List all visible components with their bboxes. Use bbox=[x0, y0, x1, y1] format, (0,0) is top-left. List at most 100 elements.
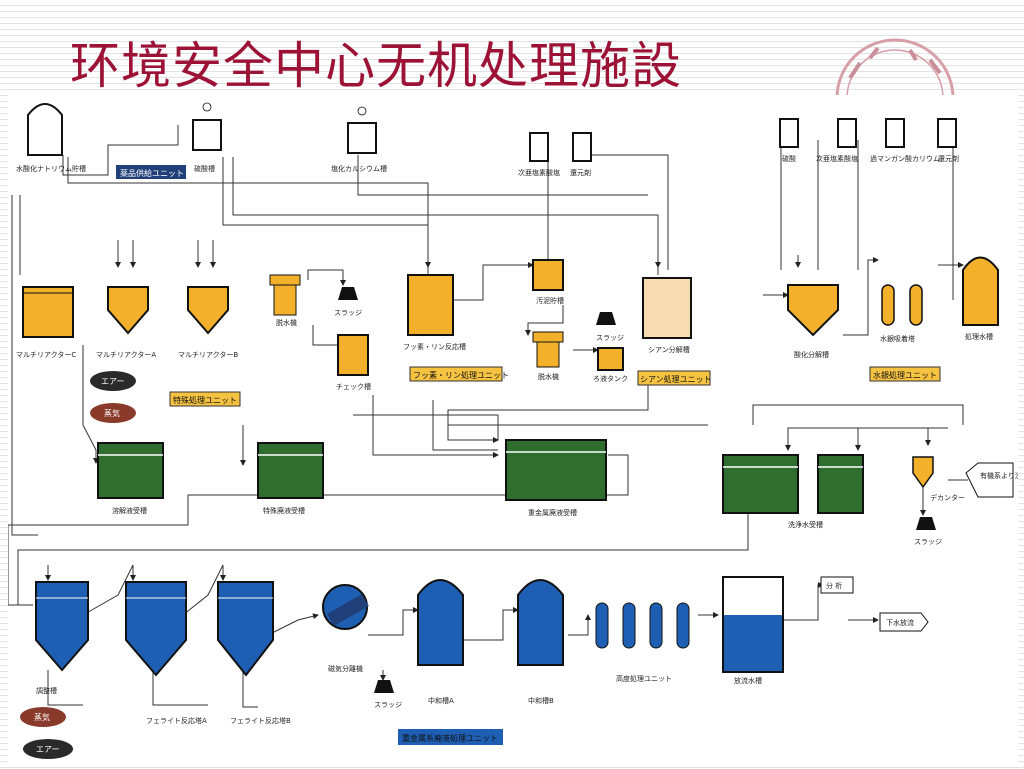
steam-badge-top: 蒸気 bbox=[90, 403, 136, 423]
air-badge-top: エアー bbox=[90, 371, 136, 391]
reactor-a: マルチリアクターA bbox=[96, 286, 156, 359]
wash-water-label: 洗浄水受槽 bbox=[788, 520, 823, 529]
fluorine-unit-tag: フッ素・リン処理ユニット bbox=[409, 366, 509, 382]
treated-water-label: 処理水槽 bbox=[965, 332, 993, 341]
filtrate-tank-label: ろ液タンク bbox=[593, 374, 628, 383]
cyan-unit-label: シアン処理ユニット bbox=[640, 374, 712, 384]
ferrite-reactor-a: フェライト反応塔A bbox=[125, 581, 207, 725]
fluorine-reactor-label: フッ素・リン反応槽 bbox=[403, 342, 466, 351]
neutral-tank-a: 中和槽A bbox=[417, 579, 464, 705]
fluorine-reactor: フッ素・リン反応槽 bbox=[403, 274, 466, 351]
sulfuric-tank-label: 硫酸槽 bbox=[194, 164, 215, 173]
reducer-2-label: 還元剤 bbox=[938, 154, 959, 163]
cacl-tank: 塩化カルシウム槽 bbox=[331, 106, 387, 173]
mercury-decomp-label: 酸化分解槽 bbox=[794, 350, 829, 359]
decanter-label: デカンター bbox=[930, 493, 965, 502]
heavy-metal-unit-tag: 重金属系廃液処理ユニット bbox=[398, 729, 503, 745]
mercury-adsorb-label: 水銀吸着塔 bbox=[880, 334, 915, 343]
naoh-tank: 水酸化ナトリウム貯槽 bbox=[16, 103, 86, 173]
dehydrator-1-label: 脱水機 bbox=[276, 318, 297, 327]
sludge-2-label: スラッジ bbox=[596, 334, 624, 342]
organic-wash-input: 有機系より洗浄排水 bbox=[965, 462, 1024, 498]
dissolved-liquid-tank: 溶解液受槽 bbox=[97, 442, 164, 515]
decanter: デカンター bbox=[912, 456, 965, 502]
mercury-unit-label: 水銀処理ユニット bbox=[873, 370, 937, 380]
mercury-adsorb-towers: 水銀吸着塔 bbox=[880, 284, 923, 343]
process-diagram-panel: 水酸化ナトリウム貯槽 硫酸槽 塩化カルシウム槽 次亜塩素酸塩 還元剤 硫酸 次亜… bbox=[7, 95, 1024, 765]
reactor-c: マルチリアクターC bbox=[16, 286, 76, 359]
sewer-discharge: 下水放流 bbox=[879, 612, 929, 632]
sludge-4-label: スラッジ bbox=[374, 701, 402, 709]
neutral-a-label: 中和槽A bbox=[428, 696, 454, 705]
cacl-tank-label: 塩化カルシウム槽 bbox=[331, 164, 387, 173]
cyan-unit-tag: シアン処理ユニット bbox=[637, 370, 712, 386]
slide-title: 环境安全中心无机处理施設 bbox=[70, 37, 682, 95]
mercury-unit-tag: 水銀処理ユニット bbox=[869, 366, 941, 382]
reactor-b-label: マルチリアクターB bbox=[178, 350, 238, 359]
advanced-treatment-columns: 高度処理ユニット bbox=[595, 602, 690, 683]
hypochlorite-2-label: 次亜塩素酸塩 bbox=[816, 154, 858, 163]
adjust-tank-label: 調整槽 bbox=[36, 686, 57, 695]
hypochlorite-tank-1: 次亜塩素酸塩 bbox=[518, 132, 560, 177]
permanganate-tank: 過マンガン酸カリウム bbox=[870, 118, 940, 163]
reactor-c-label: マルチリアクターC bbox=[16, 350, 76, 359]
cyan-tank-label: シアン分解槽 bbox=[648, 345, 690, 354]
naoh-tank-label: 水酸化ナトリウム貯槽 bbox=[16, 164, 86, 173]
heavy-metal-tank-label: 重金属廃液受槽 bbox=[528, 508, 577, 517]
dehydrator-2-label: 脱水機 bbox=[538, 372, 559, 381]
special-unit-label: 特殊処理ユニット bbox=[173, 395, 237, 405]
sludge-1-label: スラッジ bbox=[334, 309, 362, 317]
dehydrator-1: 脱水機 bbox=[269, 274, 301, 327]
neutral-tank-b: 中和槽B bbox=[517, 579, 564, 705]
sludge-storage-tank: 汚泥貯槽 bbox=[532, 259, 564, 305]
adjust-tank: 調整槽 bbox=[35, 581, 89, 695]
fluorine-unit-label: フッ素・リン処理ユニット bbox=[413, 370, 509, 380]
dissolved-tank-label: 溶解液受槽 bbox=[112, 506, 147, 515]
analysis-label: 分 析 bbox=[826, 581, 842, 590]
air-label-bottom: エアー bbox=[36, 745, 60, 754]
special-waste-label: 特殊廃液受槽 bbox=[263, 506, 305, 515]
magnetic-sep-label: 磁気分離機 bbox=[328, 664, 363, 673]
supply-unit-tag: 薬品供給ユニット bbox=[116, 165, 186, 179]
advanced-unit-label: 高度処理ユニット bbox=[616, 674, 672, 683]
magnetic-separator: 磁気分離機 bbox=[322, 584, 369, 673]
sludge-1: スラッジ bbox=[334, 287, 362, 317]
steam-label-bottom: 蒸気 bbox=[34, 712, 50, 722]
reducer-tank-2: 還元剤 bbox=[937, 118, 959, 163]
air-label-top: エアー bbox=[101, 377, 125, 386]
organic-wash-label: 有機系より洗浄排水 bbox=[980, 471, 1018, 480]
filtrate-tank: ろ液タンク bbox=[593, 347, 628, 383]
chemical-tanks-row: 水酸化ナトリウム貯槽 硫酸槽 塩化カルシウム槽 次亜塩素酸塩 還元剤 硫酸 次亜… bbox=[16, 102, 959, 177]
heavy-metal-unit-label: 重金属系廃液処理ユニット bbox=[402, 733, 498, 743]
steam-badge-bottom: 蒸気 bbox=[20, 707, 66, 727]
reducer-1-label: 還元剤 bbox=[570, 168, 591, 177]
ferrite-reactor-b: フェライト反応塔B bbox=[217, 581, 291, 725]
permanganate-label: 過マンガン酸カリウム bbox=[870, 154, 940, 163]
ferrite-b-label: フェライト反応塔B bbox=[230, 716, 291, 725]
sludge-3: スラッジ bbox=[914, 517, 942, 546]
ferrite-a-label: フェライト反応塔A bbox=[146, 716, 207, 725]
sludge-3-label: スラッジ bbox=[914, 538, 942, 546]
hypochlorite-tank-2: 次亜塩素酸塩 bbox=[816, 118, 858, 163]
process-flow-diagram: 水酸化ナトリウム貯槽 硫酸槽 塩化カルシウム槽 次亜塩素酸塩 還元剤 硫酸 次亜… bbox=[7, 102, 1024, 759]
mercury-decomp-tank: 酸化分解槽 bbox=[787, 284, 839, 359]
wash-water-tanks: 洗浄水受槽 bbox=[722, 454, 864, 529]
dehydrator-2: 脱水機 bbox=[532, 331, 564, 381]
air-badge-bottom: エアー bbox=[23, 739, 73, 759]
special-waste-tank: 特殊廃液受槽 bbox=[257, 442, 324, 515]
reactor-a-label: マルチリアクターA bbox=[96, 350, 156, 359]
check-tank: チェック槽 bbox=[336, 334, 371, 391]
sulfuric-tank: 硫酸槽 bbox=[192, 102, 222, 173]
neutral-b-label: 中和槽B bbox=[528, 696, 554, 705]
treated-water-tank: 処理水槽 bbox=[962, 256, 999, 341]
reducer-tank-1: 還元剤 bbox=[570, 132, 592, 177]
discharge-tank-label: 放流水槽 bbox=[734, 676, 762, 685]
sulfuric-2-label: 硫酸 bbox=[782, 154, 796, 163]
sludge-tank-label: 汚泥貯槽 bbox=[536, 296, 564, 305]
sewer-label: 下水放流 bbox=[886, 618, 914, 627]
heavy-metal-waste-tank: 重金属廃液受槽 bbox=[505, 439, 607, 517]
hypochlorite-1-label: 次亜塩素酸塩 bbox=[518, 168, 560, 177]
discharge-tank: 放流水槽 bbox=[722, 576, 784, 685]
reactor-b: マルチリアクターB bbox=[178, 286, 238, 359]
sulfuric-tank-2: 硫酸 bbox=[779, 118, 799, 163]
